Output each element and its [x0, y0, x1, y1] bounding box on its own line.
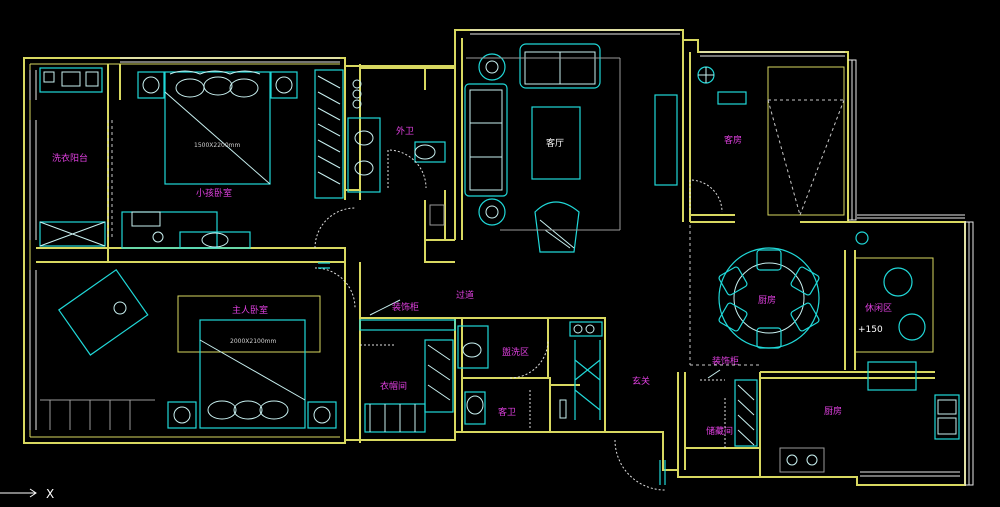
dining-area: [689, 225, 820, 366]
outer-bath: [347, 79, 446, 226]
living-room: [464, 43, 678, 253]
label-laundry-balcony: 洗衣阳台: [52, 152, 88, 164]
ucs-axis: X: [0, 487, 54, 501]
storage: [700, 369, 758, 447]
label-wardrobe: 衣帽间: [380, 380, 407, 392]
guest-room: [689, 66, 845, 216]
small-bedroom: [121, 69, 356, 249]
axis-x-label: X: [46, 487, 54, 501]
leisure-area: [854, 231, 934, 353]
entrance-door: [614, 439, 666, 491]
label-leisure-level: +150: [858, 325, 883, 335]
label-wash-area: 盥洗区: [502, 346, 529, 358]
master-bedroom: [40, 262, 356, 430]
label-entrance: 玄关: [632, 375, 650, 387]
room-labels: 洗衣阳台 1500X2200mm 小孩卧室 外卫 客厅 客房 过道 厨房 休闲区…: [52, 125, 892, 437]
label-dining-room: 厨房: [758, 294, 776, 306]
label-decor-cabinet-right: 装饰柜: [712, 355, 739, 367]
windows: [29, 29, 960, 477]
label-kitchen: 厨房: [824, 405, 842, 417]
label-master-bed-size: 2000X2100mm: [230, 338, 276, 345]
label-outer-bath: 外卫: [396, 125, 414, 137]
label-small-bedroom: 小孩卧室: [196, 187, 232, 199]
label-living-room: 客厅: [546, 137, 564, 149]
label-guest-bath: 客卫: [498, 406, 516, 418]
wash-area: [457, 321, 603, 430]
kitchen: [724, 361, 960, 473]
label-guest-room: 客房: [724, 134, 742, 146]
label-decor-cabinet-left: 装饰柜: [392, 301, 419, 313]
label-small-bed-size: 1500X2200mm: [194, 142, 240, 149]
laundry-balcony: [39, 67, 113, 247]
walls: [23, 29, 974, 486]
label-storage: 储藏间: [706, 425, 733, 437]
label-leisure-area: 休闲区: [865, 302, 892, 314]
wardrobe-area: [359, 299, 456, 433]
label-master-bedroom: 主人卧室: [232, 304, 268, 316]
label-corridor: 过道: [456, 289, 474, 301]
